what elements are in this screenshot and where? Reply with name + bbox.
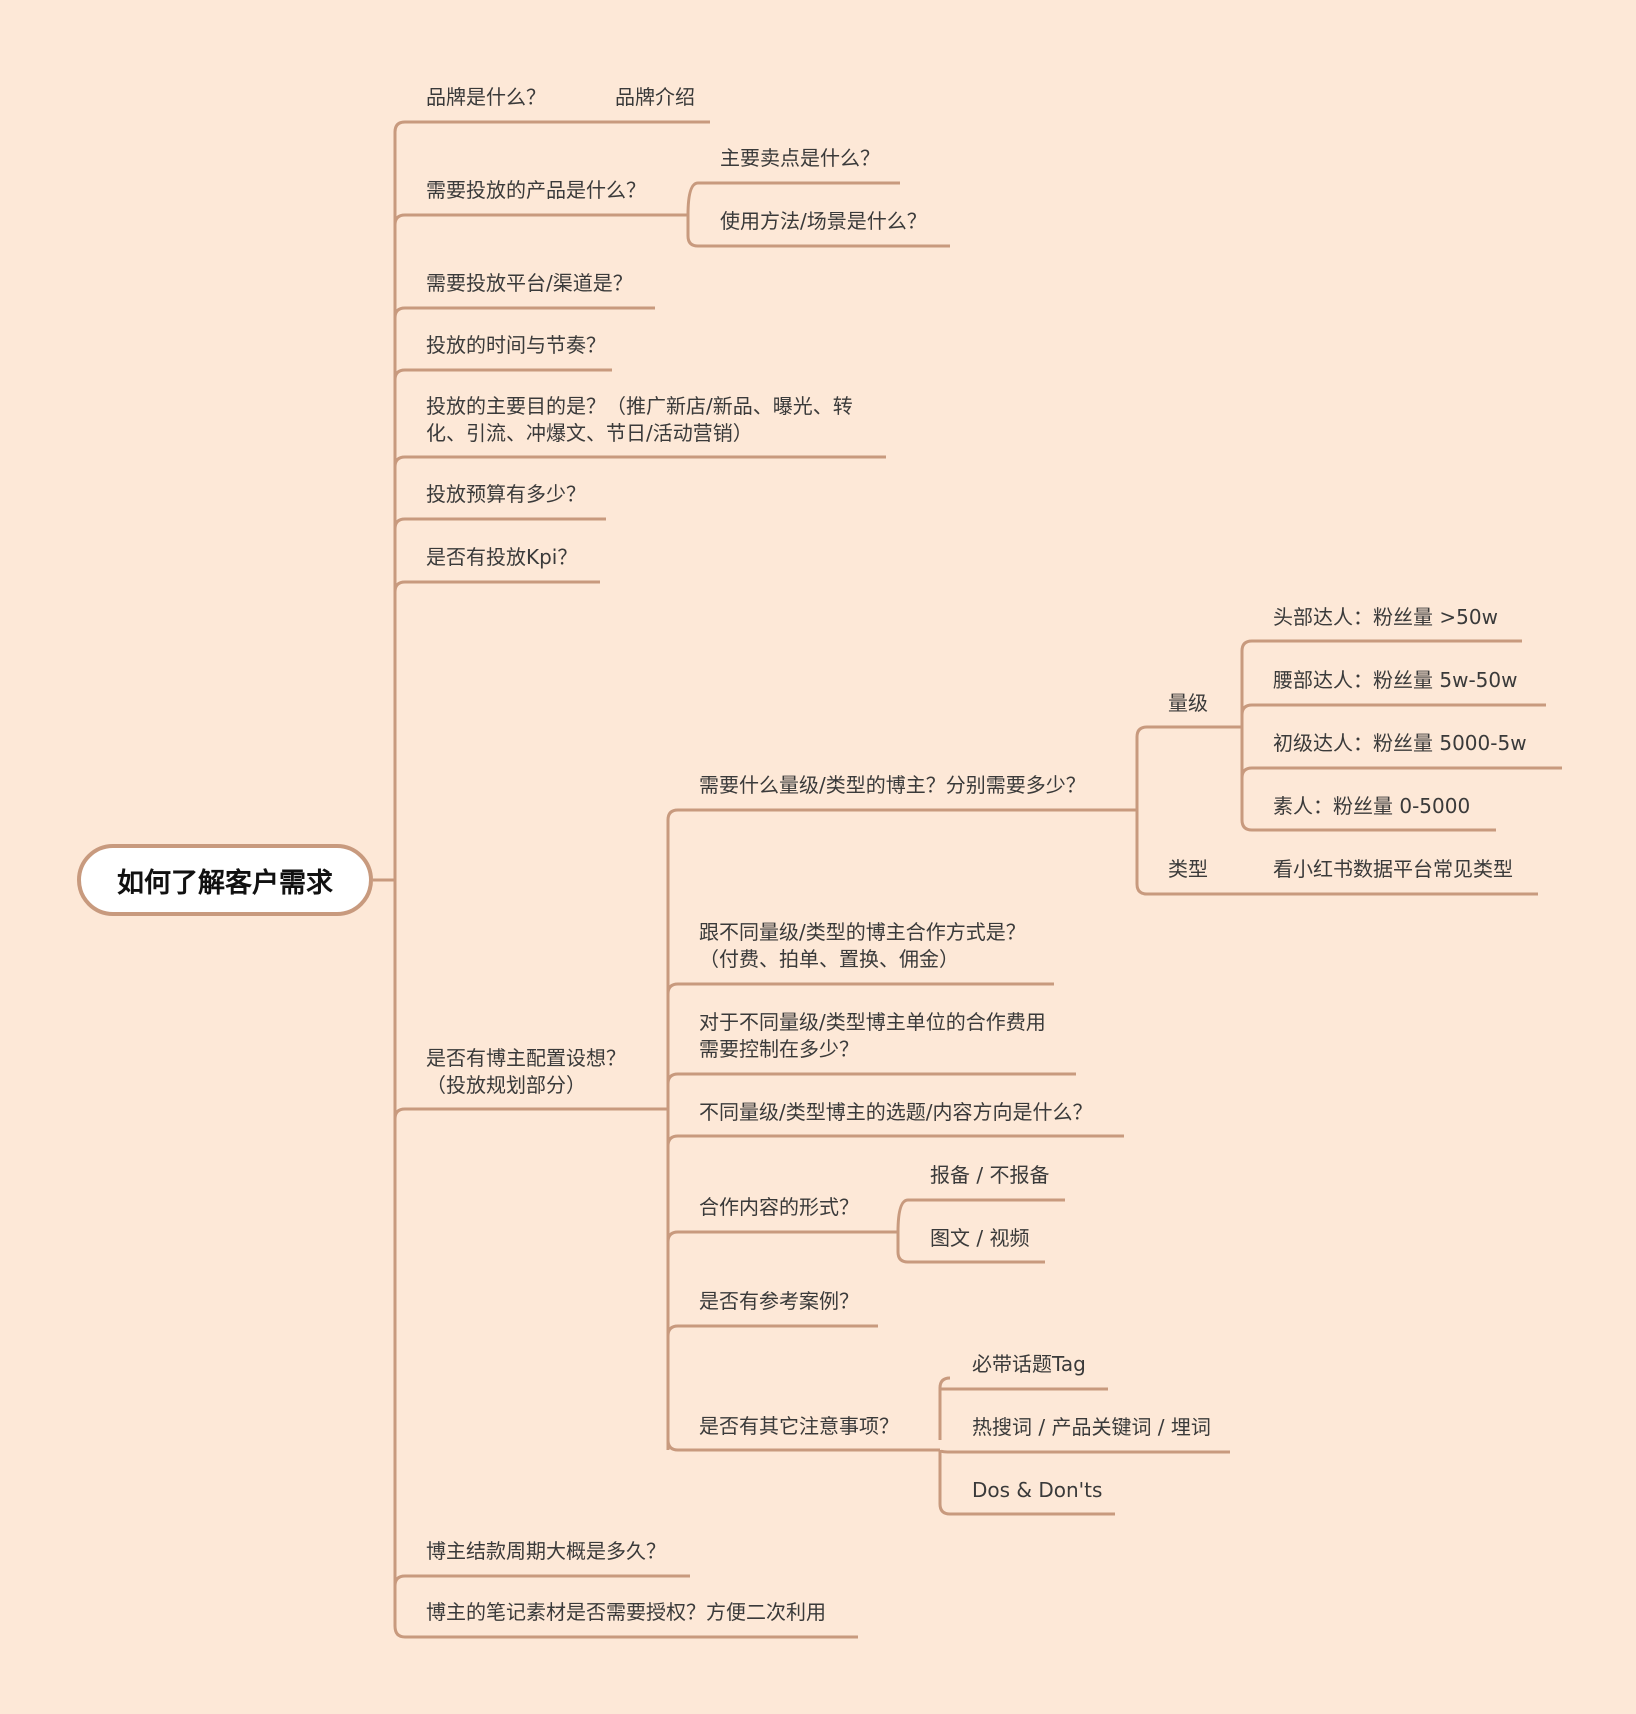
node-fee[interactable]: 对于不同量级/类型博主单位的合作费用 需要控制在多少？	[699, 1009, 1046, 1063]
node-blogger-plan[interactable]: 是否有博主配置设想？ （投放规划部分）	[426, 1045, 626, 1099]
node-notes-dos[interactable]: Dos & Don'ts	[972, 1478, 1103, 1502]
connector-budget	[393, 517, 606, 530]
node-head-kol[interactable]: 头部达人：粉丝量 >50w	[1273, 605, 1498, 629]
node-brand-intro[interactable]: 品牌介绍	[615, 85, 695, 109]
node-cooperation-line1: 跟不同量级/类型的博主合作方式是？	[699, 920, 1026, 944]
root-node[interactable]: 如何了解客户需求	[77, 844, 373, 916]
connector-magnitude	[1135, 725, 1242, 810]
connector-reference	[666, 1324, 878, 1337]
connector-product	[393, 213, 688, 226]
node-form-report[interactable]: 报备 / 不报备	[930, 1163, 1050, 1187]
connector-timing	[393, 368, 612, 381]
connector-blogger-plan	[393, 1107, 668, 1120]
connector-junior	[1240, 766, 1562, 779]
connector-kpi	[393, 580, 600, 593]
node-form-media[interactable]: 图文 / 视频	[930, 1226, 1030, 1250]
node-cooperation[interactable]: 跟不同量级/类型的博主合作方式是？ （付费、拍单、置换、佣金）	[699, 919, 1026, 973]
node-fee-line1: 对于不同量级/类型博主单位的合作费用	[699, 1010, 1046, 1034]
connector-waist	[1240, 703, 1546, 716]
node-type-desc[interactable]: 看小红书数据平台常见类型	[1273, 857, 1513, 881]
node-notes[interactable]: 是否有其它注意事项？	[699, 1414, 899, 1438]
node-magnitude[interactable]: 量级	[1168, 691, 1208, 715]
node-topic[interactable]: 不同量级/类型博主的选题/内容方向是什么？	[699, 1100, 1093, 1124]
node-license[interactable]: 博主的笔记素材是否需要授权？方便二次利用	[426, 1600, 826, 1624]
connector-level-type	[666, 808, 1137, 821]
node-product[interactable]: 需要投放的产品是什么？	[426, 178, 646, 202]
node-payment[interactable]: 博主结款周期大概是多久？	[426, 1539, 666, 1563]
node-level-type[interactable]: 需要什么量级/类型的博主？分别需要多少？	[699, 773, 1086, 797]
node-amateur[interactable]: 素人：粉丝量 0-5000	[1273, 794, 1471, 818]
node-blogger-plan-line2: （投放规划部分）	[426, 1073, 586, 1097]
connector-payment	[393, 1574, 690, 1587]
node-reference[interactable]: 是否有参考案例？	[699, 1289, 859, 1313]
node-junior-kol[interactable]: 初级达人：粉丝量 5000-5w	[1273, 731, 1527, 755]
connector-head	[1240, 639, 1522, 652]
connector-topic	[666, 1134, 1124, 1147]
node-waist-kol[interactable]: 腰部达人：粉丝量 5w-50w	[1273, 668, 1518, 692]
node-brand[interactable]: 品牌是什么？	[426, 85, 546, 109]
node-kpi[interactable]: 是否有投放Kpi？	[426, 545, 578, 569]
node-blogger-plan-line1: 是否有博主配置设想？	[426, 1046, 626, 1070]
connector-amateur	[1240, 819, 1496, 832]
connector-license	[393, 1625, 858, 1639]
node-fee-line2: 需要控制在多少？	[699, 1037, 859, 1061]
node-cooperation-line2: （付费、拍单、置换、佣金）	[699, 947, 959, 971]
node-product-usage[interactable]: 使用方法/场景是什么？	[720, 209, 927, 233]
node-budget[interactable]: 投放预算有多少？	[426, 482, 586, 506]
node-type[interactable]: 类型	[1168, 857, 1208, 881]
connector-notes	[666, 1439, 940, 1452]
connector-goal	[393, 455, 886, 468]
connector-form	[666, 1230, 898, 1243]
node-timing[interactable]: 投放的时间与节奏？	[426, 333, 606, 357]
node-goal[interactable]: 投放的主要目的是？（推广新店/新品、曝光、转 化、引流、冲爆文、节日/活动营销）	[426, 393, 853, 447]
node-goal-line2: 化、引流、冲爆文、节日/活动营销）	[426, 421, 753, 445]
connector-cooperation	[666, 982, 1054, 995]
node-notes-tag[interactable]: 必带话题Tag	[972, 1352, 1086, 1376]
node-product-selling-point[interactable]: 主要卖点是什么？	[720, 146, 880, 170]
node-notes-keywords[interactable]: 热搜词 / 产品关键词 / 埋词	[972, 1415, 1211, 1439]
connector-fee	[666, 1072, 1076, 1085]
node-form[interactable]: 合作内容的形式？	[699, 1195, 859, 1219]
connector-brand	[393, 120, 710, 133]
node-goal-line1: 投放的主要目的是？（推广新店/新品、曝光、转	[426, 394, 853, 418]
connector-platform	[393, 306, 655, 319]
node-platform[interactable]: 需要投放平台/渠道是？	[426, 271, 633, 295]
